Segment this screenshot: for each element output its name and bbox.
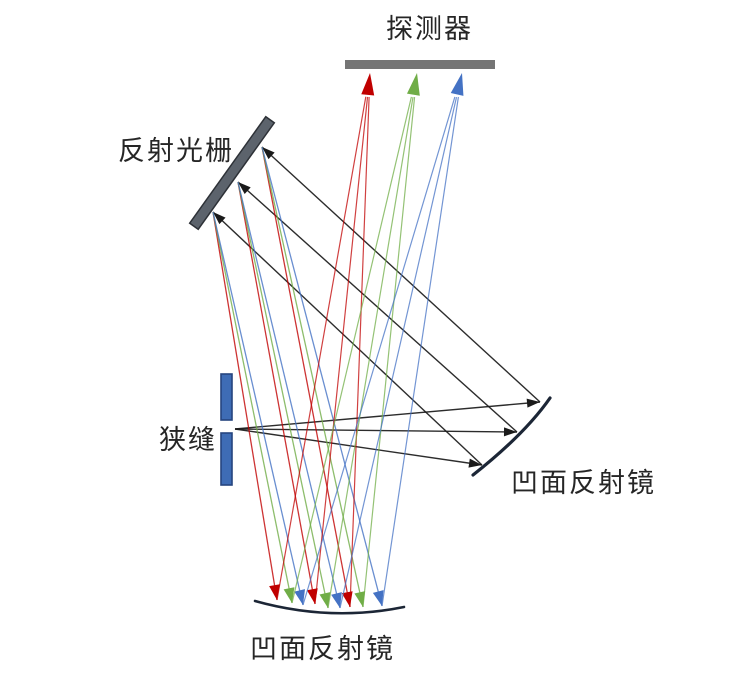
black-ray-arrowhead — [213, 212, 226, 225]
concave-mirror-bottom-arc — [253, 599, 406, 615]
red-dispersed-ray — [261, 146, 351, 608]
green-mirror-arrowhead — [319, 592, 331, 608]
blue-mirror-arrowhead — [372, 590, 384, 606]
green-dispersed-ray — [237, 181, 329, 609]
grating-bar — [190, 117, 274, 229]
black-ray — [234, 428, 483, 466]
black-ray-arrowhead — [526, 398, 540, 408]
red-focused-ray — [276, 96, 367, 601]
blue-focused-ray — [339, 96, 458, 609]
concave-mirror-right-arc — [471, 396, 552, 477]
green-focused-ray — [327, 96, 414, 609]
green-detector-arrowhead — [406, 73, 420, 96]
blue-focused-ray — [302, 96, 456, 606]
blue-mirror-arrowhead — [294, 589, 306, 605]
black-ray-arrowhead — [503, 427, 517, 437]
label-reflection-grating: 反射光栅 — [118, 136, 234, 166]
blue-detector-arrowhead — [450, 73, 464, 96]
green-focused-ray — [362, 96, 416, 608]
detector-bar — [345, 60, 495, 69]
slit-plate-upper — [220, 373, 233, 421]
label-concave-mirror-bottom: 凹面反射镜 — [250, 634, 395, 664]
black-ray — [234, 428, 518, 433]
black-ray-arrowhead — [238, 182, 251, 195]
black-ray-arrowhead — [468, 458, 482, 468]
green-mirror-arrowhead — [283, 587, 295, 603]
green-dispersed-ray — [212, 211, 293, 604]
label-detector: 探测器 — [386, 14, 473, 44]
green-mirror-arrowhead — [354, 591, 366, 607]
red-dispersed-ray — [237, 181, 316, 605]
label-concave-mirror-right: 凹面反射镜 — [511, 468, 656, 498]
green-focused-ray — [291, 96, 412, 604]
black-ray-arrowhead — [262, 147, 275, 160]
red-detector-arrowhead — [361, 73, 375, 96]
red-focused-ray — [314, 96, 369, 605]
black-ray — [261, 146, 541, 403]
blue-mirror-arrowhead — [331, 592, 342, 608]
blue-dispersed-ray — [261, 146, 383, 607]
red-focused-ray — [349, 97, 370, 608]
red-dispersed-ray — [212, 211, 278, 601]
blue-focused-ray — [381, 96, 459, 607]
green-dispersed-ray — [261, 146, 364, 608]
slit-plate-lower — [220, 432, 233, 486]
label-slit: 狭缝 — [159, 425, 217, 455]
black-ray — [212, 211, 483, 466]
